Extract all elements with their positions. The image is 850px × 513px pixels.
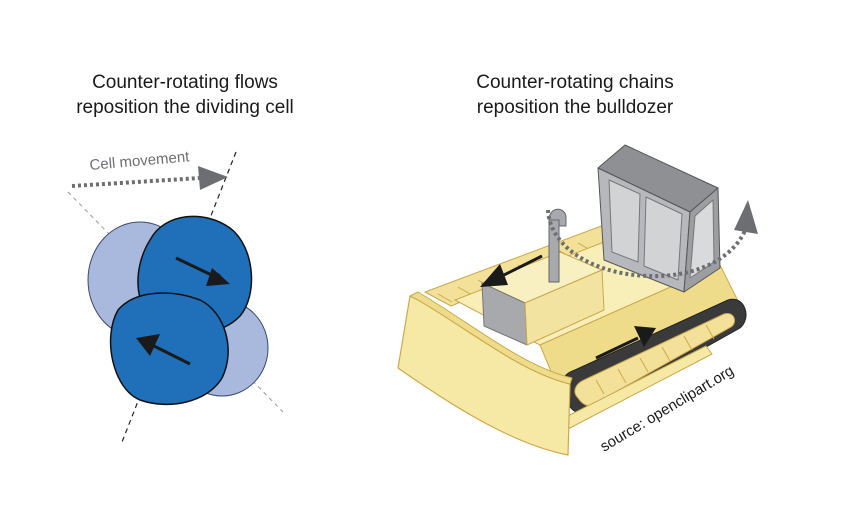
near-track-cleats bbox=[595, 324, 715, 395]
near-track-inner bbox=[574, 312, 735, 407]
exhaust-cap bbox=[548, 208, 567, 227]
right-title-line1: Counter-rotating chains bbox=[476, 72, 674, 93]
rotation-arrowhead bbox=[734, 200, 758, 234]
left-title-line2: reposition the dividing cell bbox=[76, 97, 294, 118]
cab-window-front bbox=[608, 179, 641, 263]
flow-arrowhead-top bbox=[206, 268, 230, 286]
right-panel-title: Counter-rotating chains reposition the b… bbox=[430, 70, 720, 120]
dividing-cell-illustration: Cell movement bbox=[67, 148, 284, 443]
engine-block-side bbox=[524, 269, 605, 346]
dozer-blade-edge bbox=[409, 291, 573, 385]
chain-arrowhead-near bbox=[634, 326, 656, 347]
left-panel-title: Counter-rotating flows reposition the di… bbox=[40, 70, 330, 120]
cab-window-front2 bbox=[643, 196, 683, 281]
right-title-line2: reposition the bulldozer bbox=[476, 97, 674, 118]
bulldozer-illustration: source: openclipart.org bbox=[397, 144, 758, 456]
chain-arrowhead-far bbox=[480, 264, 508, 287]
flow-arrowhead-bottom bbox=[136, 334, 160, 356]
cell-dark-lobe-bottom bbox=[109, 292, 229, 406]
cell-movement-arrow bbox=[71, 176, 201, 188]
cell-movement-arrowhead bbox=[198, 166, 228, 190]
chain-arrow-far bbox=[497, 254, 543, 280]
flow-arrow-bottom bbox=[149, 342, 191, 366]
left-title-line1: Counter-rotating flows bbox=[92, 72, 278, 93]
chain-arrow-near bbox=[595, 336, 639, 360]
cell-movement-label: Cell movement bbox=[89, 148, 191, 174]
